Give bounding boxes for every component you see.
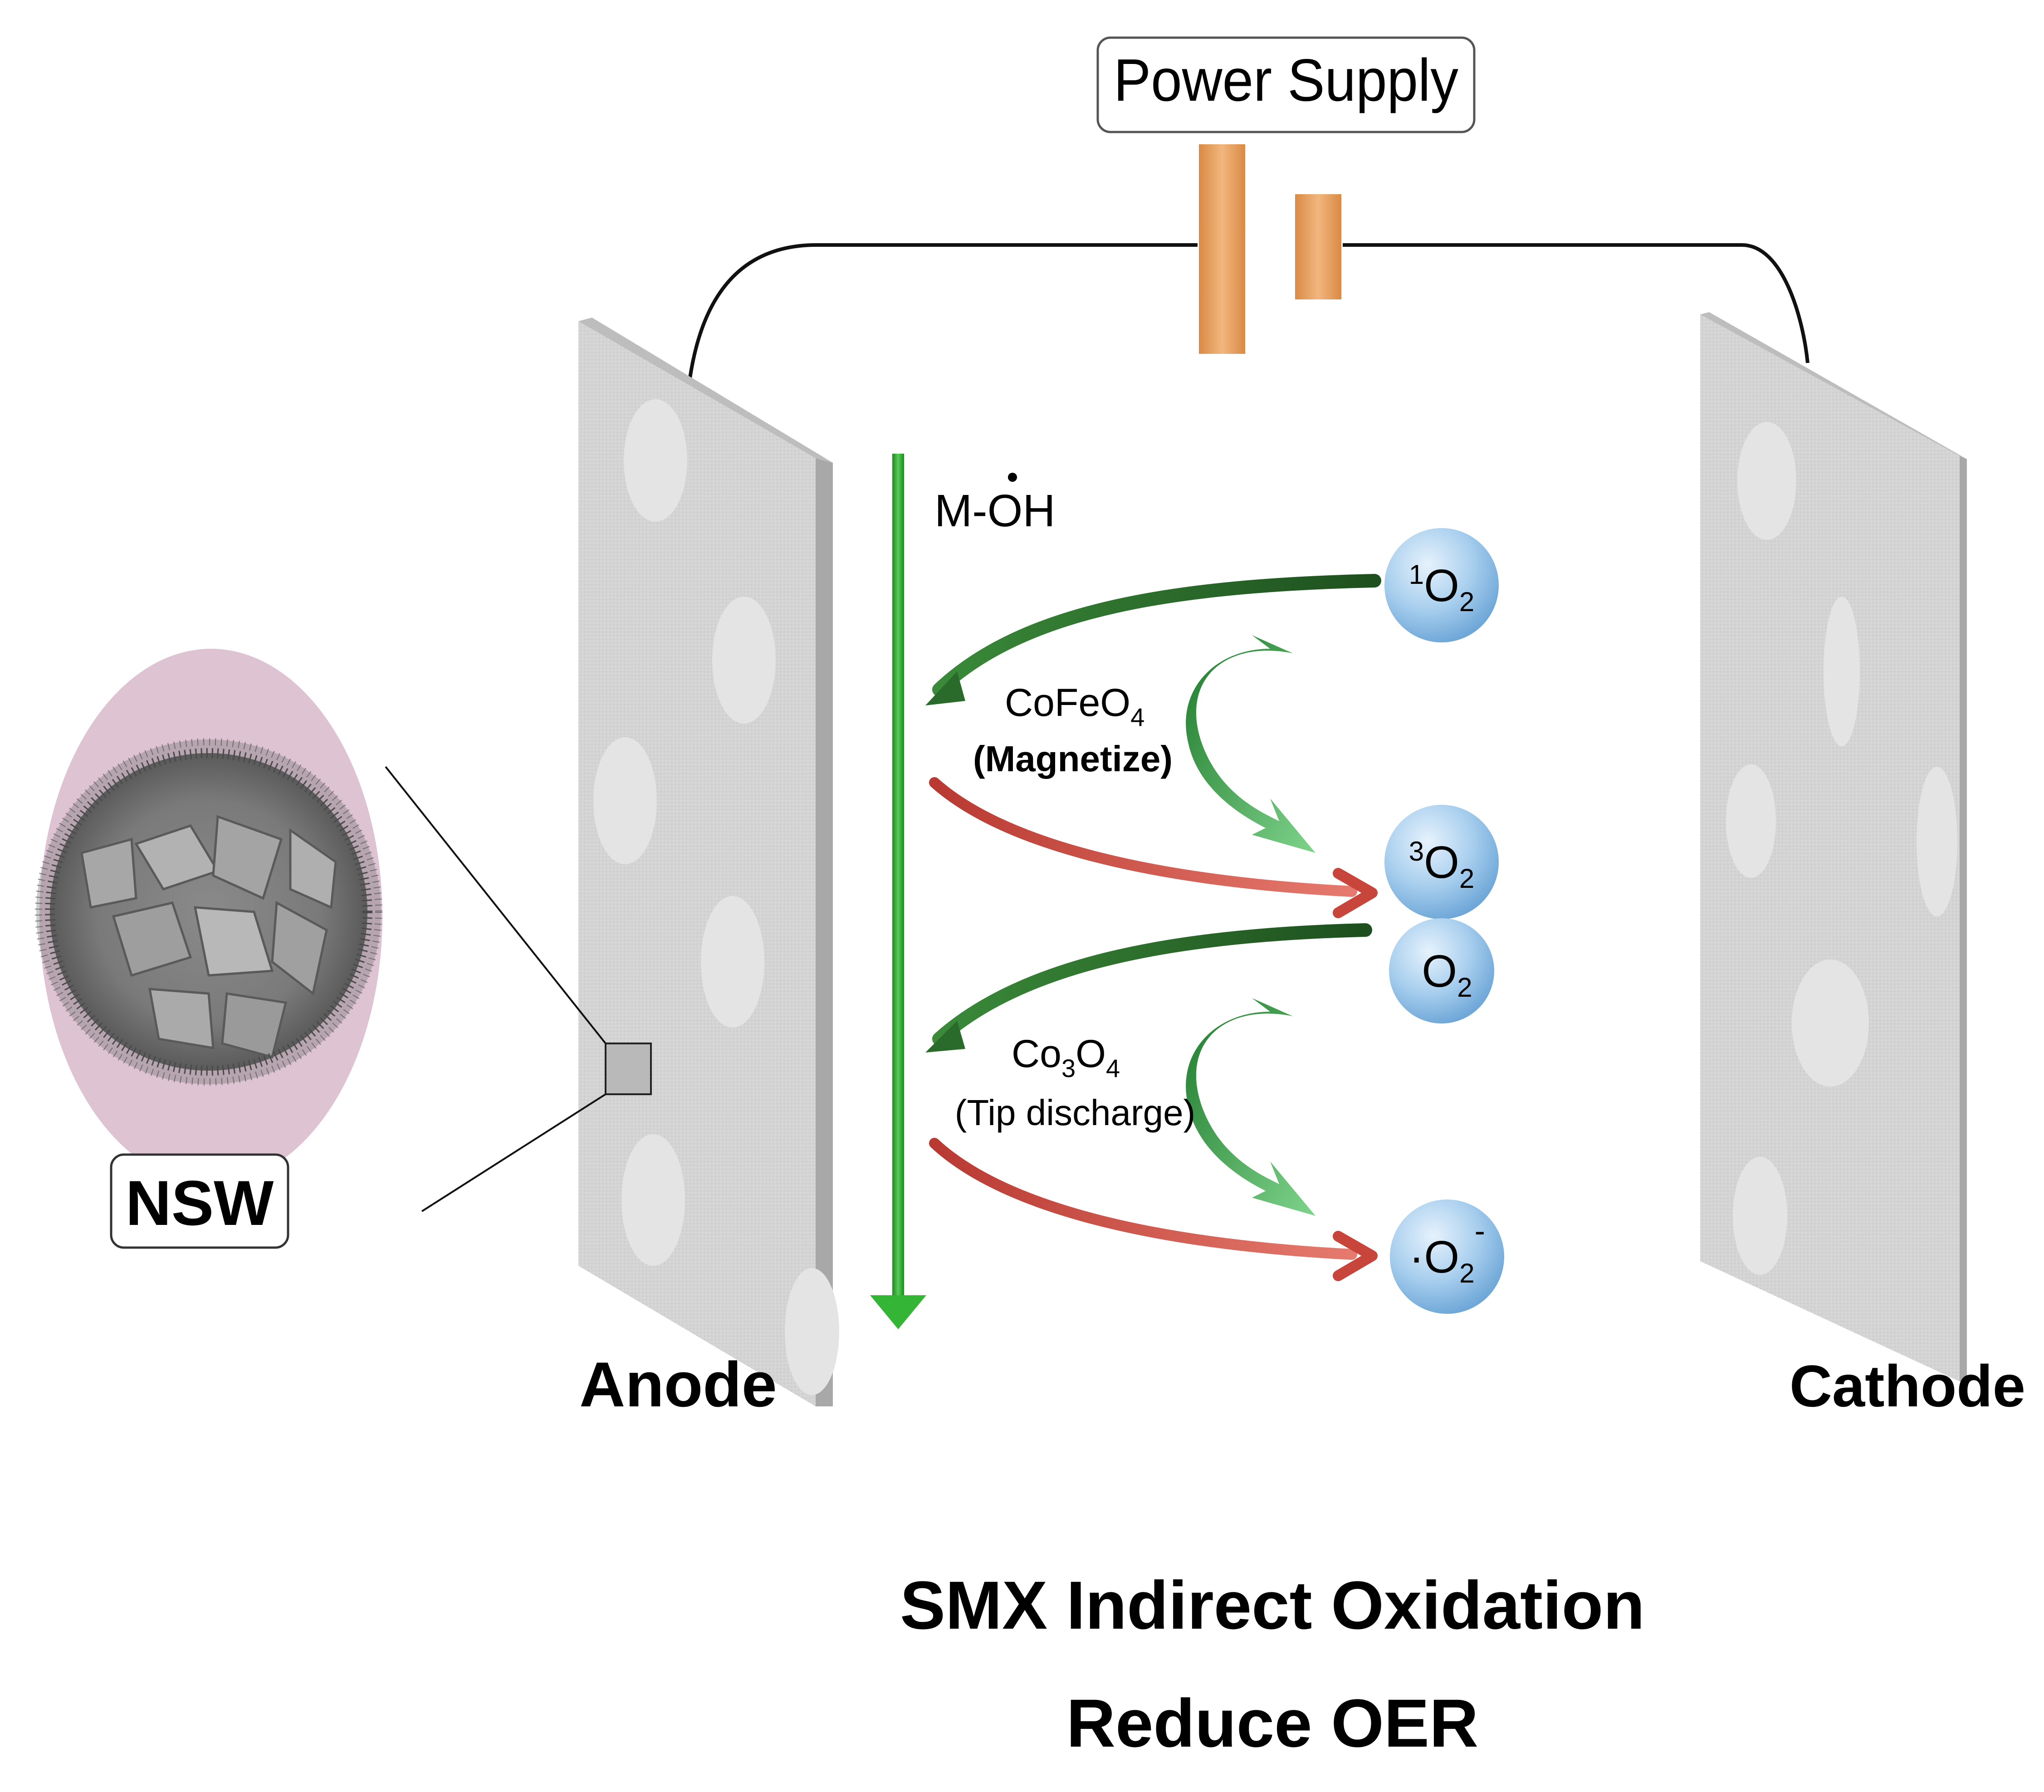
singlet-base: O xyxy=(1424,560,1459,611)
circuit-wire xyxy=(688,243,1809,382)
red-arrow-upper xyxy=(929,777,1378,918)
svg-text:3O2: 3O2 xyxy=(1409,836,1475,894)
singlet-sub: 2 xyxy=(1459,587,1474,617)
mechanism-upper: (Magnetize) xyxy=(973,739,1173,779)
svg-text:Co3O4: Co3O4 xyxy=(1012,1032,1120,1082)
catalyst-upper: CoFeO xyxy=(1005,681,1130,725)
cathode-label: Cathode xyxy=(1790,1353,2025,1419)
svg-text:·O2-: ·O2- xyxy=(1409,1213,1485,1288)
singlet-sup: 1 xyxy=(1409,559,1424,590)
svg-text:M-OH: M-OH xyxy=(934,485,1056,536)
caption-line-1: SMX Indirect Oxidation xyxy=(900,1567,1645,1643)
m-oh-label: M-OH xyxy=(934,473,1056,536)
svg-text:CoFeO4: CoFeO4 xyxy=(1005,681,1144,731)
triplet-base: O xyxy=(1424,837,1459,888)
dark-green-arrow-lower xyxy=(925,923,1372,1053)
nsw-label: NSW xyxy=(126,1167,274,1239)
zoom-line-top xyxy=(385,766,606,1044)
catalyst-lower-sub-b: 4 xyxy=(1106,1054,1120,1082)
reaction-label-upper: CoFeO4 (Magnetize) xyxy=(973,681,1173,779)
caption-line-2: Reduce OER xyxy=(1066,1685,1479,1761)
bubble-singlet-oxygen: 1O2 xyxy=(1384,528,1499,642)
power-supply-label: Power Supply xyxy=(1114,47,1458,113)
main-down-arrow xyxy=(870,454,926,1329)
superoxide-base: O xyxy=(1424,1232,1459,1283)
superoxide-charge: - xyxy=(1475,1213,1485,1249)
swirl-arrow-lower xyxy=(1186,998,1315,1216)
anode-electrode xyxy=(578,318,839,1406)
radical-dot xyxy=(1008,473,1017,482)
dark-green-arrow-upper xyxy=(925,574,1381,705)
svg-text:O2: O2 xyxy=(1422,946,1472,1003)
m-oh-prefix: M- xyxy=(934,485,988,536)
catalyst-lower-b: O xyxy=(1076,1032,1106,1076)
power-supply-box: Power Supply xyxy=(1096,36,1476,133)
superoxide-sub: 2 xyxy=(1459,1258,1474,1288)
oxygen-sub: 2 xyxy=(1457,972,1472,1003)
red-arrow-lower xyxy=(929,1138,1378,1281)
triplet-sup: 3 xyxy=(1409,836,1424,867)
nsw-label-box xyxy=(110,1153,289,1249)
bubble-oxygen: O2 xyxy=(1389,918,1494,1023)
anode-label: Anode xyxy=(579,1349,777,1420)
bubble-triplet-oxygen: 3O2 xyxy=(1384,805,1499,919)
battery-short-plate xyxy=(1295,194,1341,299)
catalyst-lower-sub-a: 3 xyxy=(1061,1054,1076,1082)
swirl-arrow-upper xyxy=(1186,635,1315,853)
cathode-electrode xyxy=(1700,312,1967,1381)
mechanism-lower: (Tip discharge) xyxy=(955,1092,1196,1133)
oxygen-base: O xyxy=(1422,946,1457,997)
triplet-sub: 2 xyxy=(1459,863,1474,894)
m-oh-suffix: H xyxy=(1022,485,1055,536)
battery-long-plate xyxy=(1199,144,1245,354)
bubble-superoxide: ·O2- xyxy=(1390,1200,1504,1314)
zoom-line-bottom xyxy=(421,1093,606,1212)
m-oh-o: O xyxy=(988,485,1023,536)
catalyst-upper-sub: 4 xyxy=(1130,703,1144,731)
svg-text:1O2: 1O2 xyxy=(1409,559,1475,617)
reaction-label-lower: Co3O4 (Tip discharge) xyxy=(955,1032,1196,1133)
nsw-inset: NSW xyxy=(35,649,382,1249)
nsw-flower-image xyxy=(35,738,382,1086)
superoxide-prefix: · xyxy=(1409,1232,1424,1283)
zoom-box xyxy=(605,1043,652,1095)
catalyst-lower-a: Co xyxy=(1012,1032,1061,1076)
